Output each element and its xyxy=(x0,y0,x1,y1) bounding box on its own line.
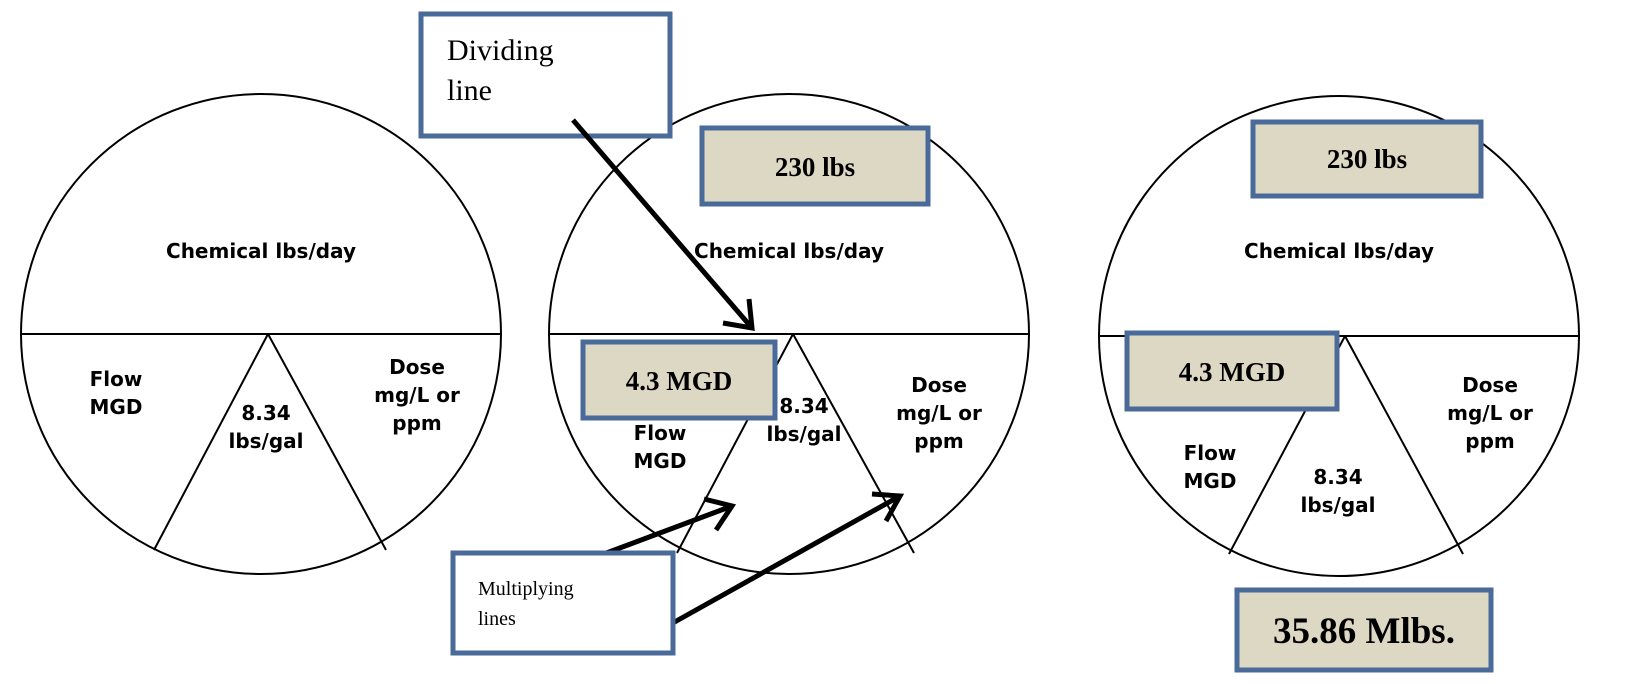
dividing-line-arrow xyxy=(571,118,754,330)
wheel-2-center-label-1: 8.34 xyxy=(779,394,828,418)
multiplying-lines-callout: Multiplying lines xyxy=(450,491,905,656)
multiplying-line-arrowhead-right xyxy=(871,491,905,523)
wheel-2-dose-label-1: Dose xyxy=(911,373,967,397)
wheel-1-dose-label-2: mg/L or xyxy=(374,383,460,407)
wheel-3-flow-value-box xyxy=(1124,330,1340,412)
multiplying-lines-callout-box xyxy=(450,550,676,656)
multiplying-line-arrow-left xyxy=(600,503,733,558)
wheel-3-chemical-value-box xyxy=(1250,119,1484,199)
wheel-1-dose-label-1: Dose xyxy=(389,355,445,379)
wheel-2-right-multiplying-line xyxy=(792,333,915,554)
dividing-line-callout-text-2: line xyxy=(447,74,492,107)
wheel-1-chemical-label: Chemical lbs/day xyxy=(166,239,356,263)
wheel-2-dose-label-3: ppm xyxy=(914,429,963,453)
wheel-3-center-label-2: lbs/gal xyxy=(1300,493,1375,517)
wheel-3: Chemical lbs/day Flow MGD 8.34 lbs/gal D… xyxy=(1098,95,1580,673)
multiplying-line-arrow-right xyxy=(669,493,902,627)
wheel-2-dose-label-2: mg/L or xyxy=(896,401,982,425)
multiplying-lines-callout-text-1: Multiplying xyxy=(478,578,574,600)
wheel-3-dose-label-2: mg/L or xyxy=(1447,401,1533,425)
wheel-1: Chemical lbs/day Flow MGD 8.34 lbs/gal D… xyxy=(20,93,502,575)
wheel-1-left-multiplying-line xyxy=(153,333,269,551)
wheel-1-right-multiplying-line xyxy=(267,333,387,551)
wheel-2-center-label-2: lbs/gal xyxy=(766,422,841,446)
wheel-3-chemical-value: 230 lbs xyxy=(1327,144,1407,174)
dividing-line-callout: Dividing line xyxy=(418,11,755,332)
wheel-1-center-label-1: 8.34 xyxy=(241,401,290,425)
wheel-1-flow-label-1: Flow xyxy=(90,367,143,391)
wheel-1-center-label-2: lbs/gal xyxy=(228,429,303,453)
wheel-1-flow-label-2: MGD xyxy=(90,395,143,419)
wheel-3-dose-label-1: Dose xyxy=(1462,373,1518,397)
wheel-3-dose-label-3: ppm xyxy=(1465,429,1514,453)
wheel-2-flow-label-1: Flow xyxy=(634,421,687,445)
multiplying-line-arrowhead-left xyxy=(703,496,737,532)
result-value-box xyxy=(1234,587,1494,673)
result-value: 35.86 Mlbs. xyxy=(1273,611,1455,652)
wheel-3-flow-label-2: MGD xyxy=(1184,469,1237,493)
wheel-3-flow-label-1: Flow xyxy=(1184,441,1237,465)
wheel-2-flow-value: 4.3 MGD xyxy=(626,366,732,396)
wheel-1-dose-label-3: ppm xyxy=(392,411,441,435)
wheel-2: Chemical lbs/day Flow MGD 8.34 lbs/gal D… xyxy=(548,93,1030,575)
wheel-3-right-multiplying-line xyxy=(1344,335,1464,555)
dividing-line-arrowhead xyxy=(722,298,755,332)
wheel-2-chemical-value: 230 lbs xyxy=(775,152,855,182)
wheel-3-center-label-1: 8.34 xyxy=(1313,465,1362,489)
dividing-line-callout-text-1: Dividing xyxy=(447,34,554,67)
wheel-2-flow-value-box xyxy=(580,339,778,421)
multiplying-lines-callout-text-2: lines xyxy=(478,608,516,630)
wheel-2-chemical-value-box xyxy=(699,125,931,207)
dividing-line-callout-box xyxy=(418,11,673,139)
wheel-3-chemical-label: Chemical lbs/day xyxy=(1244,239,1434,263)
wheel-3-flow-value: 4.3 MGD xyxy=(1179,357,1285,387)
wheel-2-flow-label-2: MGD xyxy=(634,449,687,473)
wheel-2-chemical-label: Chemical lbs/day xyxy=(694,239,884,263)
